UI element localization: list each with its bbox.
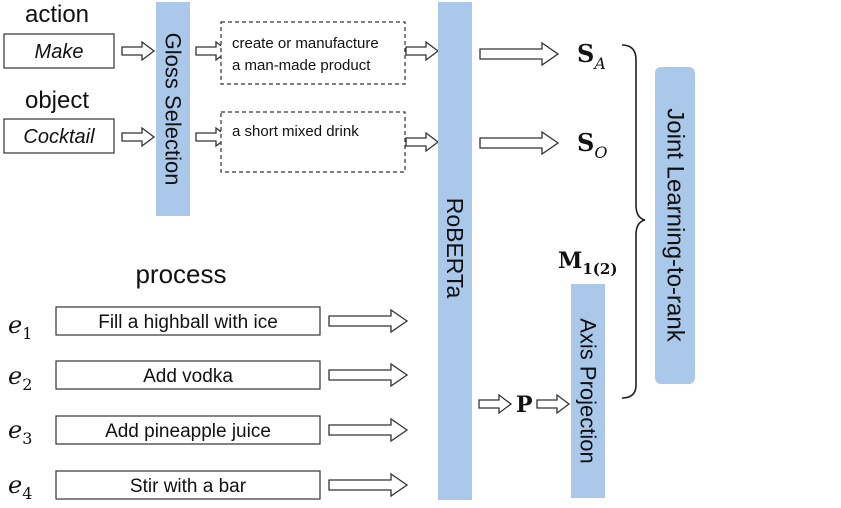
step-4-box [55,470,321,500]
axis-projection-label: Axis Projection [576,318,601,464]
axis-projection-bar [571,284,605,498]
step-4-text: Stir with a bar [130,476,247,497]
step-row-3: e3 Add pineapple juice [8,415,408,448]
step-1-var: e1 [8,311,32,343]
step-1-text: Fill a highball with ice [98,312,278,333]
m-symbol: M1(2) [558,248,617,278]
arrow-step-3 [328,418,408,442]
step-3-box [55,415,321,445]
action-label: action [25,1,89,28]
object-value: Cocktail [23,126,95,148]
action-input-box [3,33,115,69]
roberta-label: RoBERTa [442,198,468,299]
joint-learning-label: Joint Learning-to-rank [662,108,689,342]
step-row-2: e2 Add vodka [8,360,408,394]
arrow-step-1 [328,309,408,333]
arrow-roberta-to-p [478,394,512,414]
joint-learning-bar [655,67,695,384]
arrow-object-to-gloss [121,127,155,147]
step-2-box [55,360,321,390]
object-gloss-box [220,111,406,173]
arrow-action-to-gloss [121,41,155,61]
action-gloss-line2: a man-made product [232,57,371,74]
step-1-box [55,306,321,336]
step-2-var: e2 [8,362,32,394]
s-a-symbol: SA [577,39,606,73]
arrow-action-def-to-roberta [405,41,439,61]
process-label: process [135,259,226,289]
grouping-brace [621,44,646,399]
step-3-text: Add pineapple juice [105,421,271,442]
roberta-bar [438,2,472,500]
arrow-step-2 [328,363,408,387]
p-symbol: P [516,392,533,418]
action-gloss-box [220,21,406,85]
arrow-object-def-to-roberta [405,132,439,152]
gloss-selection-label: Gloss Selection [161,33,186,186]
object-label: object [25,87,89,114]
arrow-roberta-to-sa [479,42,559,66]
step-row-4: e4 Stir with a bar [8,470,408,503]
step-2-text: Add vodka [143,366,233,387]
object-gloss-line1: a short mixed drink [232,123,359,140]
object-input-box [3,118,115,154]
s-o-symbol: SO [577,128,607,162]
step-3-var: e3 [8,416,32,448]
action-gloss-line1: create or manufacture [232,35,379,52]
gloss-selection-bar [156,2,190,216]
action-value: Make [35,41,84,63]
arrow-roberta-to-so [479,131,559,155]
arrow-p-to-axis [536,394,570,414]
step-4-var: e4 [8,471,32,503]
arrow-step-4 [328,473,408,497]
step-row-1: e1 Fill a highball with ice [8,306,408,343]
